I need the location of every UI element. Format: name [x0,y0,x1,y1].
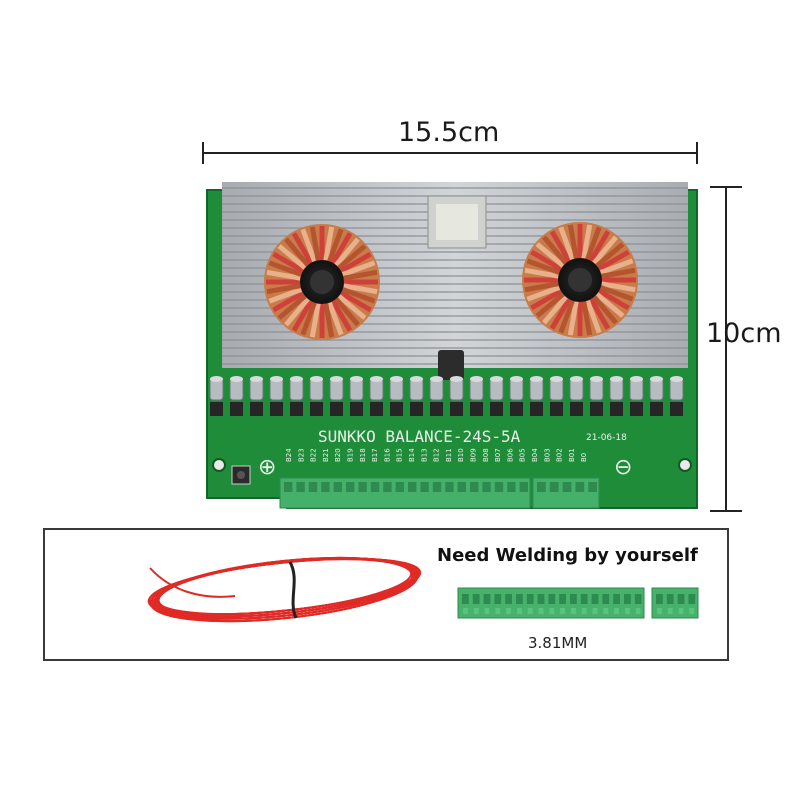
pin-label: B08 [482,448,490,462]
pin-labels: B24 B23 B22 B21 B20 B19 B18 B17 B16 B15 B14 B13 B12 B… [285,448,588,462]
pin-label: B13 [420,448,428,462]
accessory-frame [43,528,729,661]
pin-label: B16 [383,448,391,462]
pin-label: B09 [470,448,478,462]
width-dimension-label: 15.5cm [398,117,500,148]
pin-label: B01 [568,448,576,462]
welding-note: Need Welding by yourself [437,545,698,566]
pin-label: B21 [322,448,330,462]
pin-label: B17 [371,448,379,462]
minus-terminal-symbol: ⊖ [614,455,632,480]
pin-label: B05 [519,448,527,462]
height-dimension-label: 10cm [706,318,782,349]
pin-label: B04 [531,448,539,462]
pin-label: B10 [457,448,465,462]
pin-label: B18 [359,448,367,462]
mosfet-row [210,402,683,416]
plus-terminal-symbol: ⊕ [258,455,276,480]
capacitor-row [209,376,684,401]
pin-label: B23 [297,448,305,462]
pin-label: B15 [396,448,404,462]
inductor-right [522,222,638,338]
pin-label: B12 [433,448,441,462]
pin-label: B02 [556,448,564,462]
pin-label: B03 [543,448,551,462]
pin-label: B11 [445,448,453,462]
pin-label: B24 [285,448,293,462]
inductor-left [264,224,380,340]
pin-label: B07 [494,448,502,462]
pin-label: B14 [408,448,416,462]
center-component [438,350,464,380]
board-date-code: 21-06-18 [586,433,627,443]
red-wire-coil [147,556,422,623]
loose-terminal-connector-small [651,587,699,619]
board-terminal-block-main [279,477,531,509]
loose-terminal-connector-large [457,587,645,619]
push-button [231,465,251,485]
board-title: SUNKKO BALANCE-24S-5A [318,427,521,446]
pin-label: B0 [580,453,588,462]
connector-pitch-label: 3.81MM [528,634,588,652]
pin-label: B19 [347,448,355,462]
board-terminal-block-small [532,477,600,509]
pin-label: B20 [334,448,342,462]
pin-label: B06 [506,448,514,462]
pin-label: B22 [310,448,318,462]
